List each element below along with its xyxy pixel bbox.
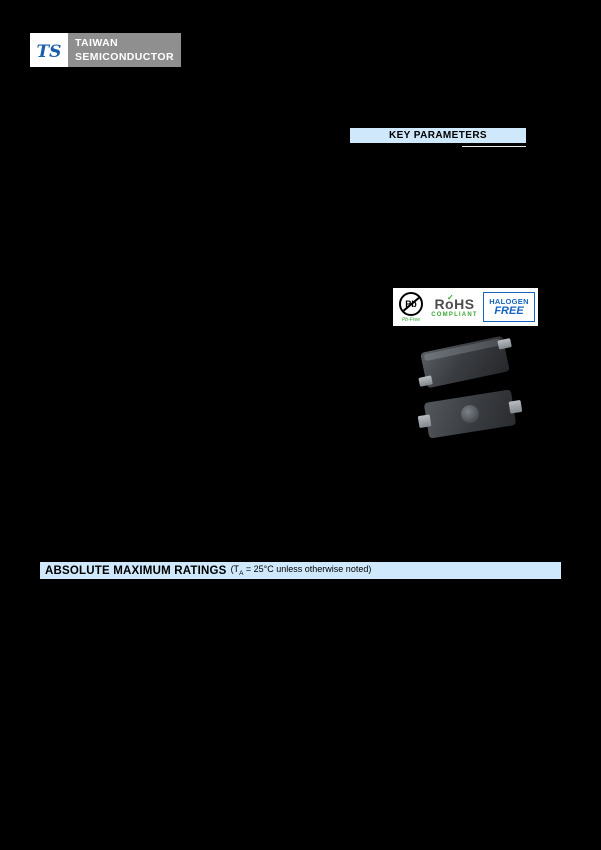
ts-monogram: TS (37, 42, 62, 62)
rohs-compliant-label: COMPLIANT (431, 311, 478, 318)
package-body-top (418, 335, 512, 389)
package-lead-right (508, 399, 523, 414)
package-marking-ts-logo (459, 403, 481, 425)
pb-free-badge: Pb Pb-Free (396, 291, 426, 323)
brand-name: TAIWAN SEMICONDUCTOR (68, 33, 181, 67)
abs-max-condition-suffix: = 25°C unless otherwise noted) (243, 564, 372, 575)
package-lead-right (497, 338, 512, 350)
halogen-free-badge: HALOGEN FREE (483, 292, 535, 322)
rohs-check-icon: ✓ (447, 292, 454, 302)
rohs-badge: RoHS ✓ COMPLIANT (430, 293, 479, 318)
brand-name-line2: SEMICONDUCTOR (75, 50, 174, 63)
abs-max-condition-subscript: A (239, 569, 244, 577)
ts-logo-icon: TS (30, 33, 68, 67)
compliance-badges: Pb Pb-Free RoHS ✓ COMPLIANT HALOGEN FREE (393, 288, 538, 326)
brand-logo: TS TAIWAN SEMICONDUCTOR (30, 33, 181, 67)
key-parameters-header: KEY PARAMETERS (350, 128, 526, 143)
package-photo-bottom (416, 386, 523, 444)
brand-name-line1: TAIWAN (75, 37, 119, 50)
package-lead-left (417, 414, 432, 429)
package-photo-top (413, 334, 515, 392)
pb-free-icon: Pb (399, 291, 423, 316)
rohs-label: RoHS (434, 295, 475, 312)
halogen-label: HALOGEN (489, 297, 529, 306)
abs-max-title: ABSOLUTE MAXIMUM RATINGS (45, 564, 227, 577)
pb-free-label: Pb-Free (401, 316, 421, 323)
abs-max-condition: (TA = 25°C unless otherwise noted) (231, 564, 372, 577)
key-parameters-table-border (462, 146, 526, 147)
key-parameters-title: KEY PARAMETERS (388, 130, 488, 141)
package-body-bottom (417, 389, 523, 439)
abs-max-condition-prefix: (T (230, 564, 240, 575)
absolute-maximum-ratings-header: ABSOLUTE MAXIMUM RATINGS (TA = 25°C unle… (40, 562, 561, 579)
halogen-free-label: FREE (494, 305, 524, 317)
pb-symbol: Pb (405, 298, 417, 309)
